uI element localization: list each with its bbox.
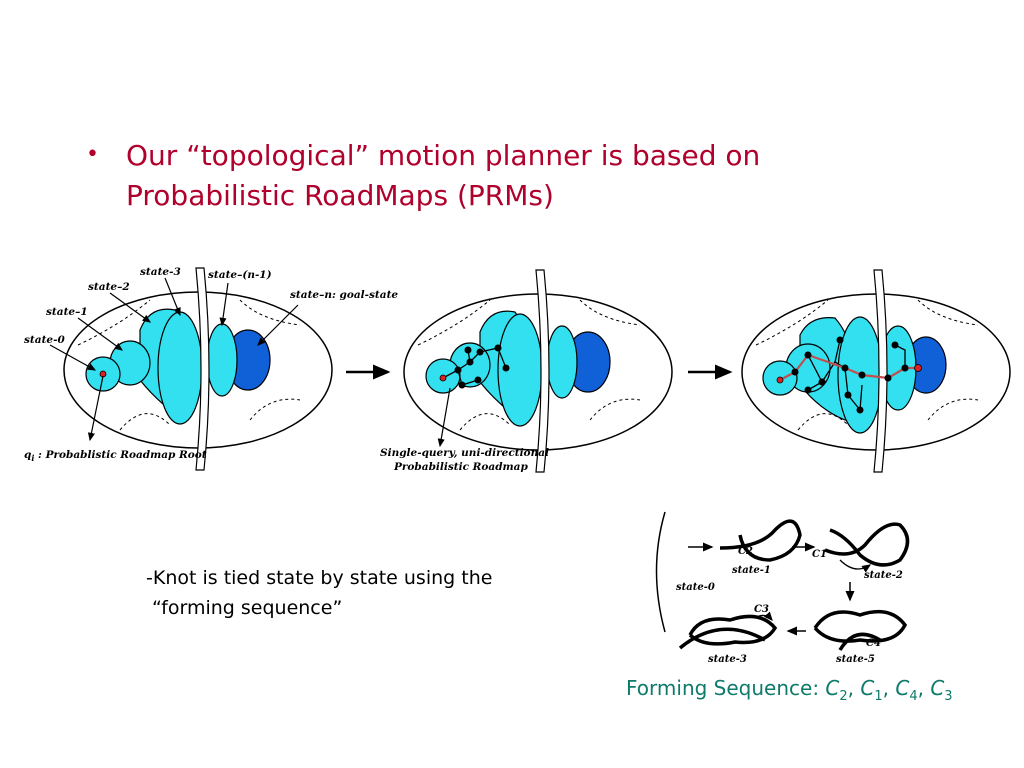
fs-item-2-sub: 1 <box>874 689 883 704</box>
fs-item-1-sub: 2 <box>839 689 848 704</box>
diagram-2: Single-query, uni-directional Probabilis… <box>380 269 673 473</box>
label-goal-state: state–n: goal-state <box>290 289 398 301</box>
knot-label-state-3: state-3 <box>708 654 747 665</box>
knot-label-c4: C4 <box>866 638 881 649</box>
fs-item-2-letter: C <box>860 676 875 700</box>
obstacle-curves-1 <box>77 299 301 431</box>
diagram-1: state-0 state–1 state–2 state-3 state–(n… <box>24 266 398 471</box>
label-roadmap-root: qi : Probablistic Roadmap Root <box>24 449 207 463</box>
fs-item-1-letter: C <box>825 676 840 700</box>
diagram-3 <box>741 269 1011 473</box>
knot-description: -Knot is tied state by state using the “… <box>146 563 616 623</box>
label-state-n-minus-1: state–(n-1) <box>208 269 272 281</box>
forming-sequence: Forming Sequence: C2, C1, C4, C3 <box>626 676 953 704</box>
fs-item-4-sub: 3 <box>944 689 953 704</box>
knot-label-state-5: state-5 <box>836 654 875 665</box>
knot-label-state-2: state-2 <box>864 570 903 581</box>
fs-item-3-letter: C <box>895 676 910 700</box>
knot-label-c2: C2 <box>738 546 753 557</box>
label-single-query-line2: Probabilistic Roadmap <box>393 461 528 473</box>
label-arrows-1 <box>49 277 299 442</box>
roadmap-nodes-2 <box>454 344 510 389</box>
label-state-0: state-0 <box>24 334 65 346</box>
fs-item-4-letter: C <box>930 676 945 700</box>
knot-label-c1: C1 <box>812 549 827 560</box>
fs-item-3-sub: 4 <box>909 689 918 704</box>
label-state-1: state–1 <box>46 306 88 318</box>
bullet-dot: • <box>86 142 99 167</box>
knot-label-state-0: state-0 <box>676 582 715 593</box>
knot-description-line1: -Knot is tied state by state using the <box>146 567 493 589</box>
label-single-query-line1: Single-query, uni-directional <box>380 447 549 459</box>
knot-description-line2: “forming sequence” <box>152 597 343 619</box>
knot-label-state-1: state-1 <box>732 565 771 576</box>
wall-1 <box>195 267 210 471</box>
bullet-text: Our “topological” motion planner is base… <box>126 139 761 212</box>
knot-diagram: state-0 C2 state-1 C1 state-2 C4 state-5… <box>655 511 910 665</box>
label-state-2: state–2 <box>88 281 130 293</box>
label-state-3: state-3 <box>140 266 181 278</box>
forming-sequence-prefix: Forming Sequence: <box>626 676 826 700</box>
knot-label-c3: C3 <box>754 604 769 615</box>
